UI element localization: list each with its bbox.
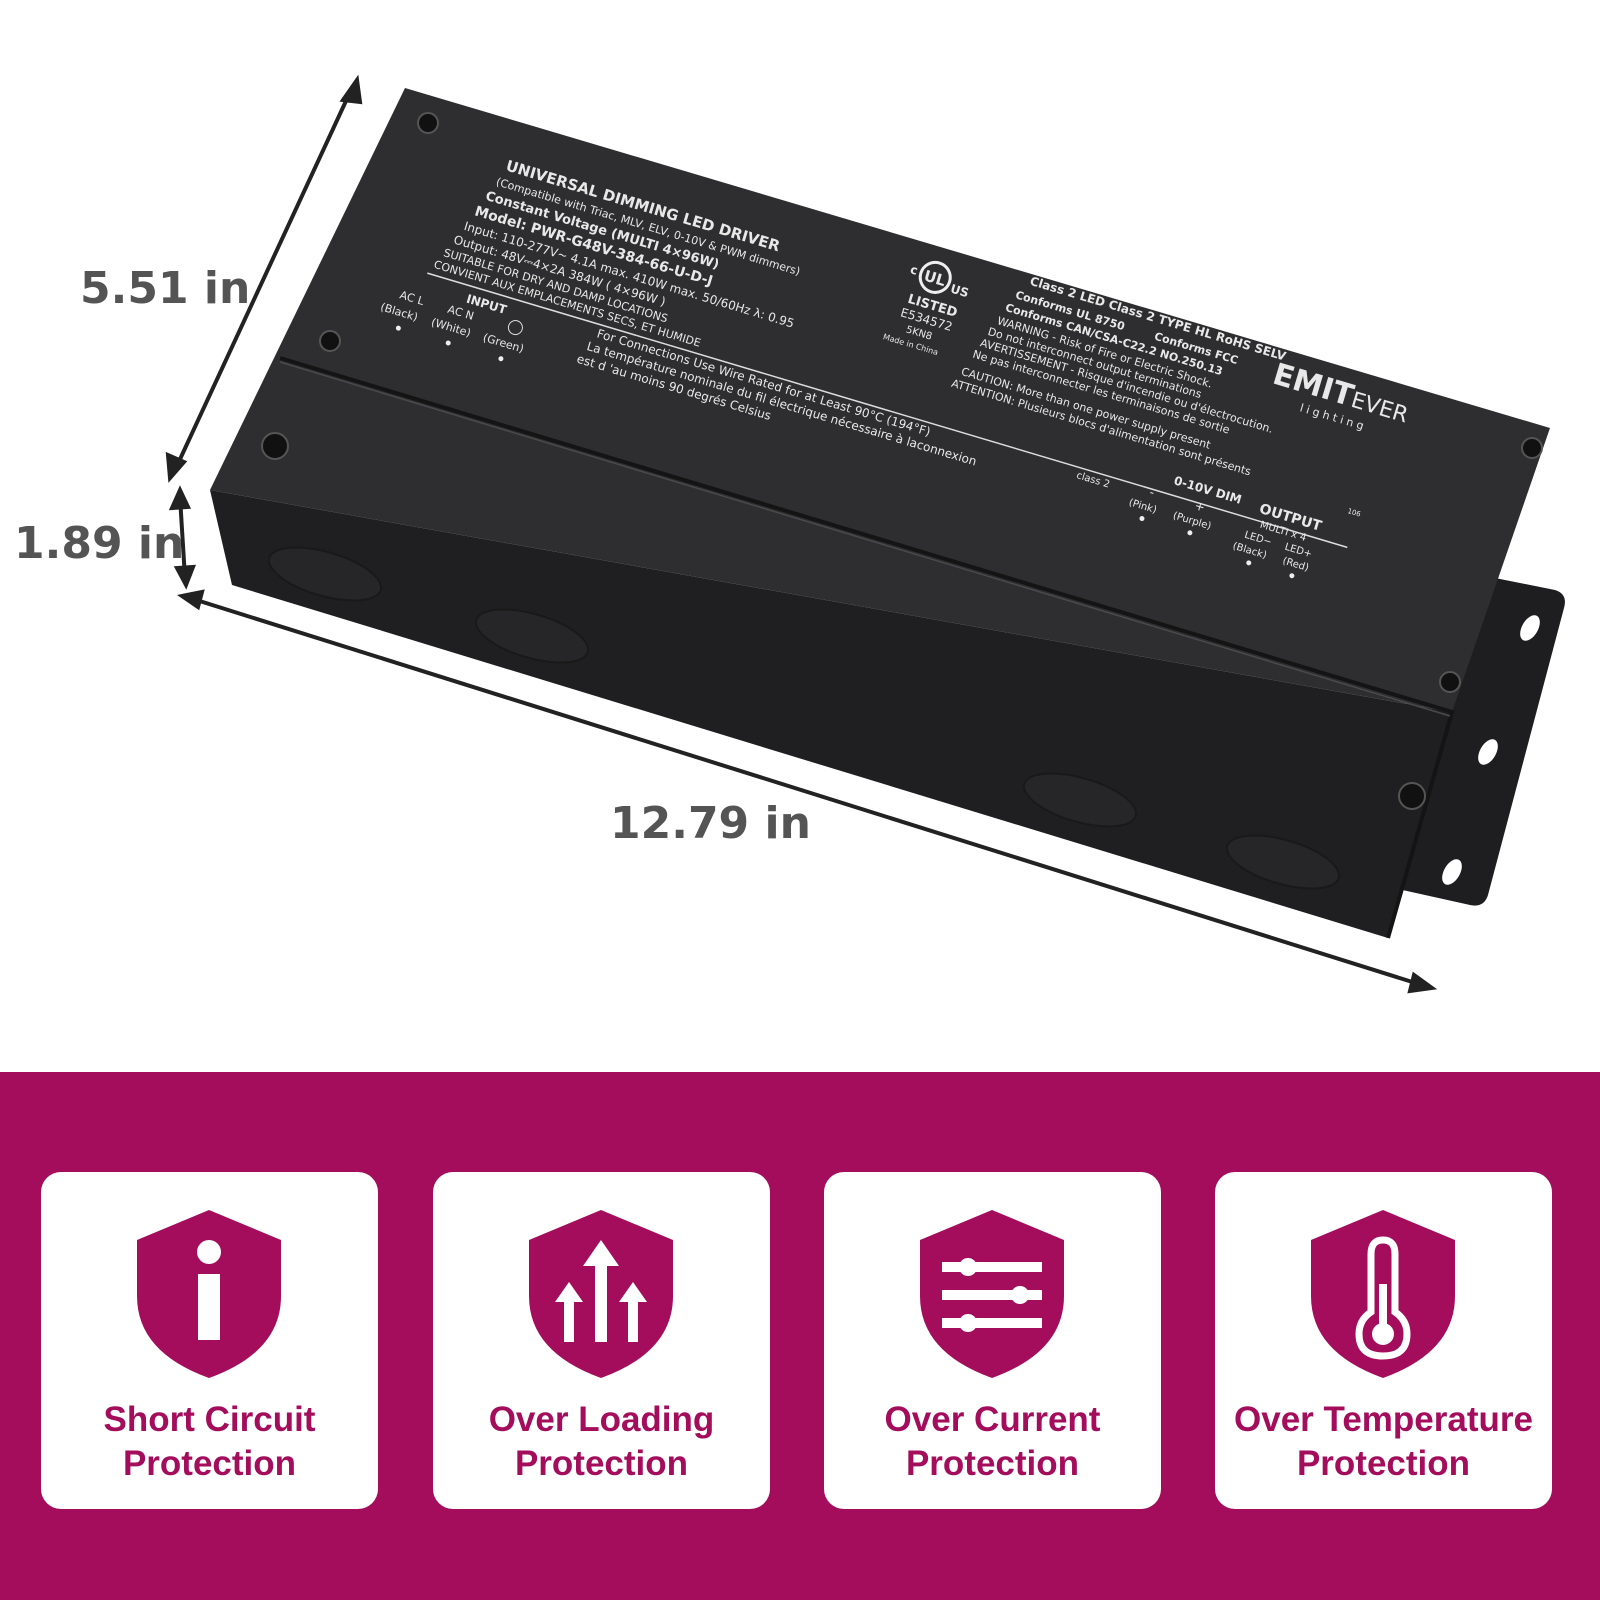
feature-title: Over Loading [488, 1400, 715, 1439]
feature-subtitle: Protection [514, 1444, 689, 1483]
feature-subtitle: Protection [1296, 1444, 1471, 1483]
feature-subtitle: Protection [122, 1444, 297, 1483]
feature-subtitle: Protection [905, 1444, 1080, 1483]
feature-title: Short Circuit [103, 1400, 316, 1439]
info-icon [137, 1210, 281, 1378]
product-illustration: UNIVERSAL DIMMING LED DRIVER (Compatible… [14, 74, 1565, 994]
dim-plus: + [1193, 498, 1207, 514]
ground-icon [507, 320, 523, 336]
feature-title: Over Current [884, 1400, 1101, 1439]
height-dimension: 1.89 in [14, 518, 185, 569]
svg-text:US: US [949, 282, 971, 301]
dim-minus: - [1148, 485, 1156, 500]
device-top-face [210, 88, 1550, 712]
svg-text:UL: UL [922, 267, 948, 291]
thermometer-icon [1311, 1210, 1455, 1378]
mounting-bracket [1380, 575, 1565, 906]
sliders-icon [920, 1210, 1064, 1378]
width-dimension: 12.79 in [610, 798, 811, 849]
ul-listed-logo: UL c US LISTED E534572 5KN8 Made in Chin… [882, 260, 971, 357]
svg-text:c: c [909, 262, 920, 277]
feature-title: Over Temperature [1234, 1400, 1533, 1439]
arrows-up-icon [529, 1210, 673, 1378]
device-front-face [210, 490, 1452, 938]
depth-dimension: 5.51 in [80, 263, 251, 314]
dimension-lines [165, 74, 1438, 994]
code-106: 106 [1347, 507, 1363, 519]
led-driver-image: UNIVERSAL DIMMING LED DRIVER (Compatible… [165, 74, 1565, 994]
